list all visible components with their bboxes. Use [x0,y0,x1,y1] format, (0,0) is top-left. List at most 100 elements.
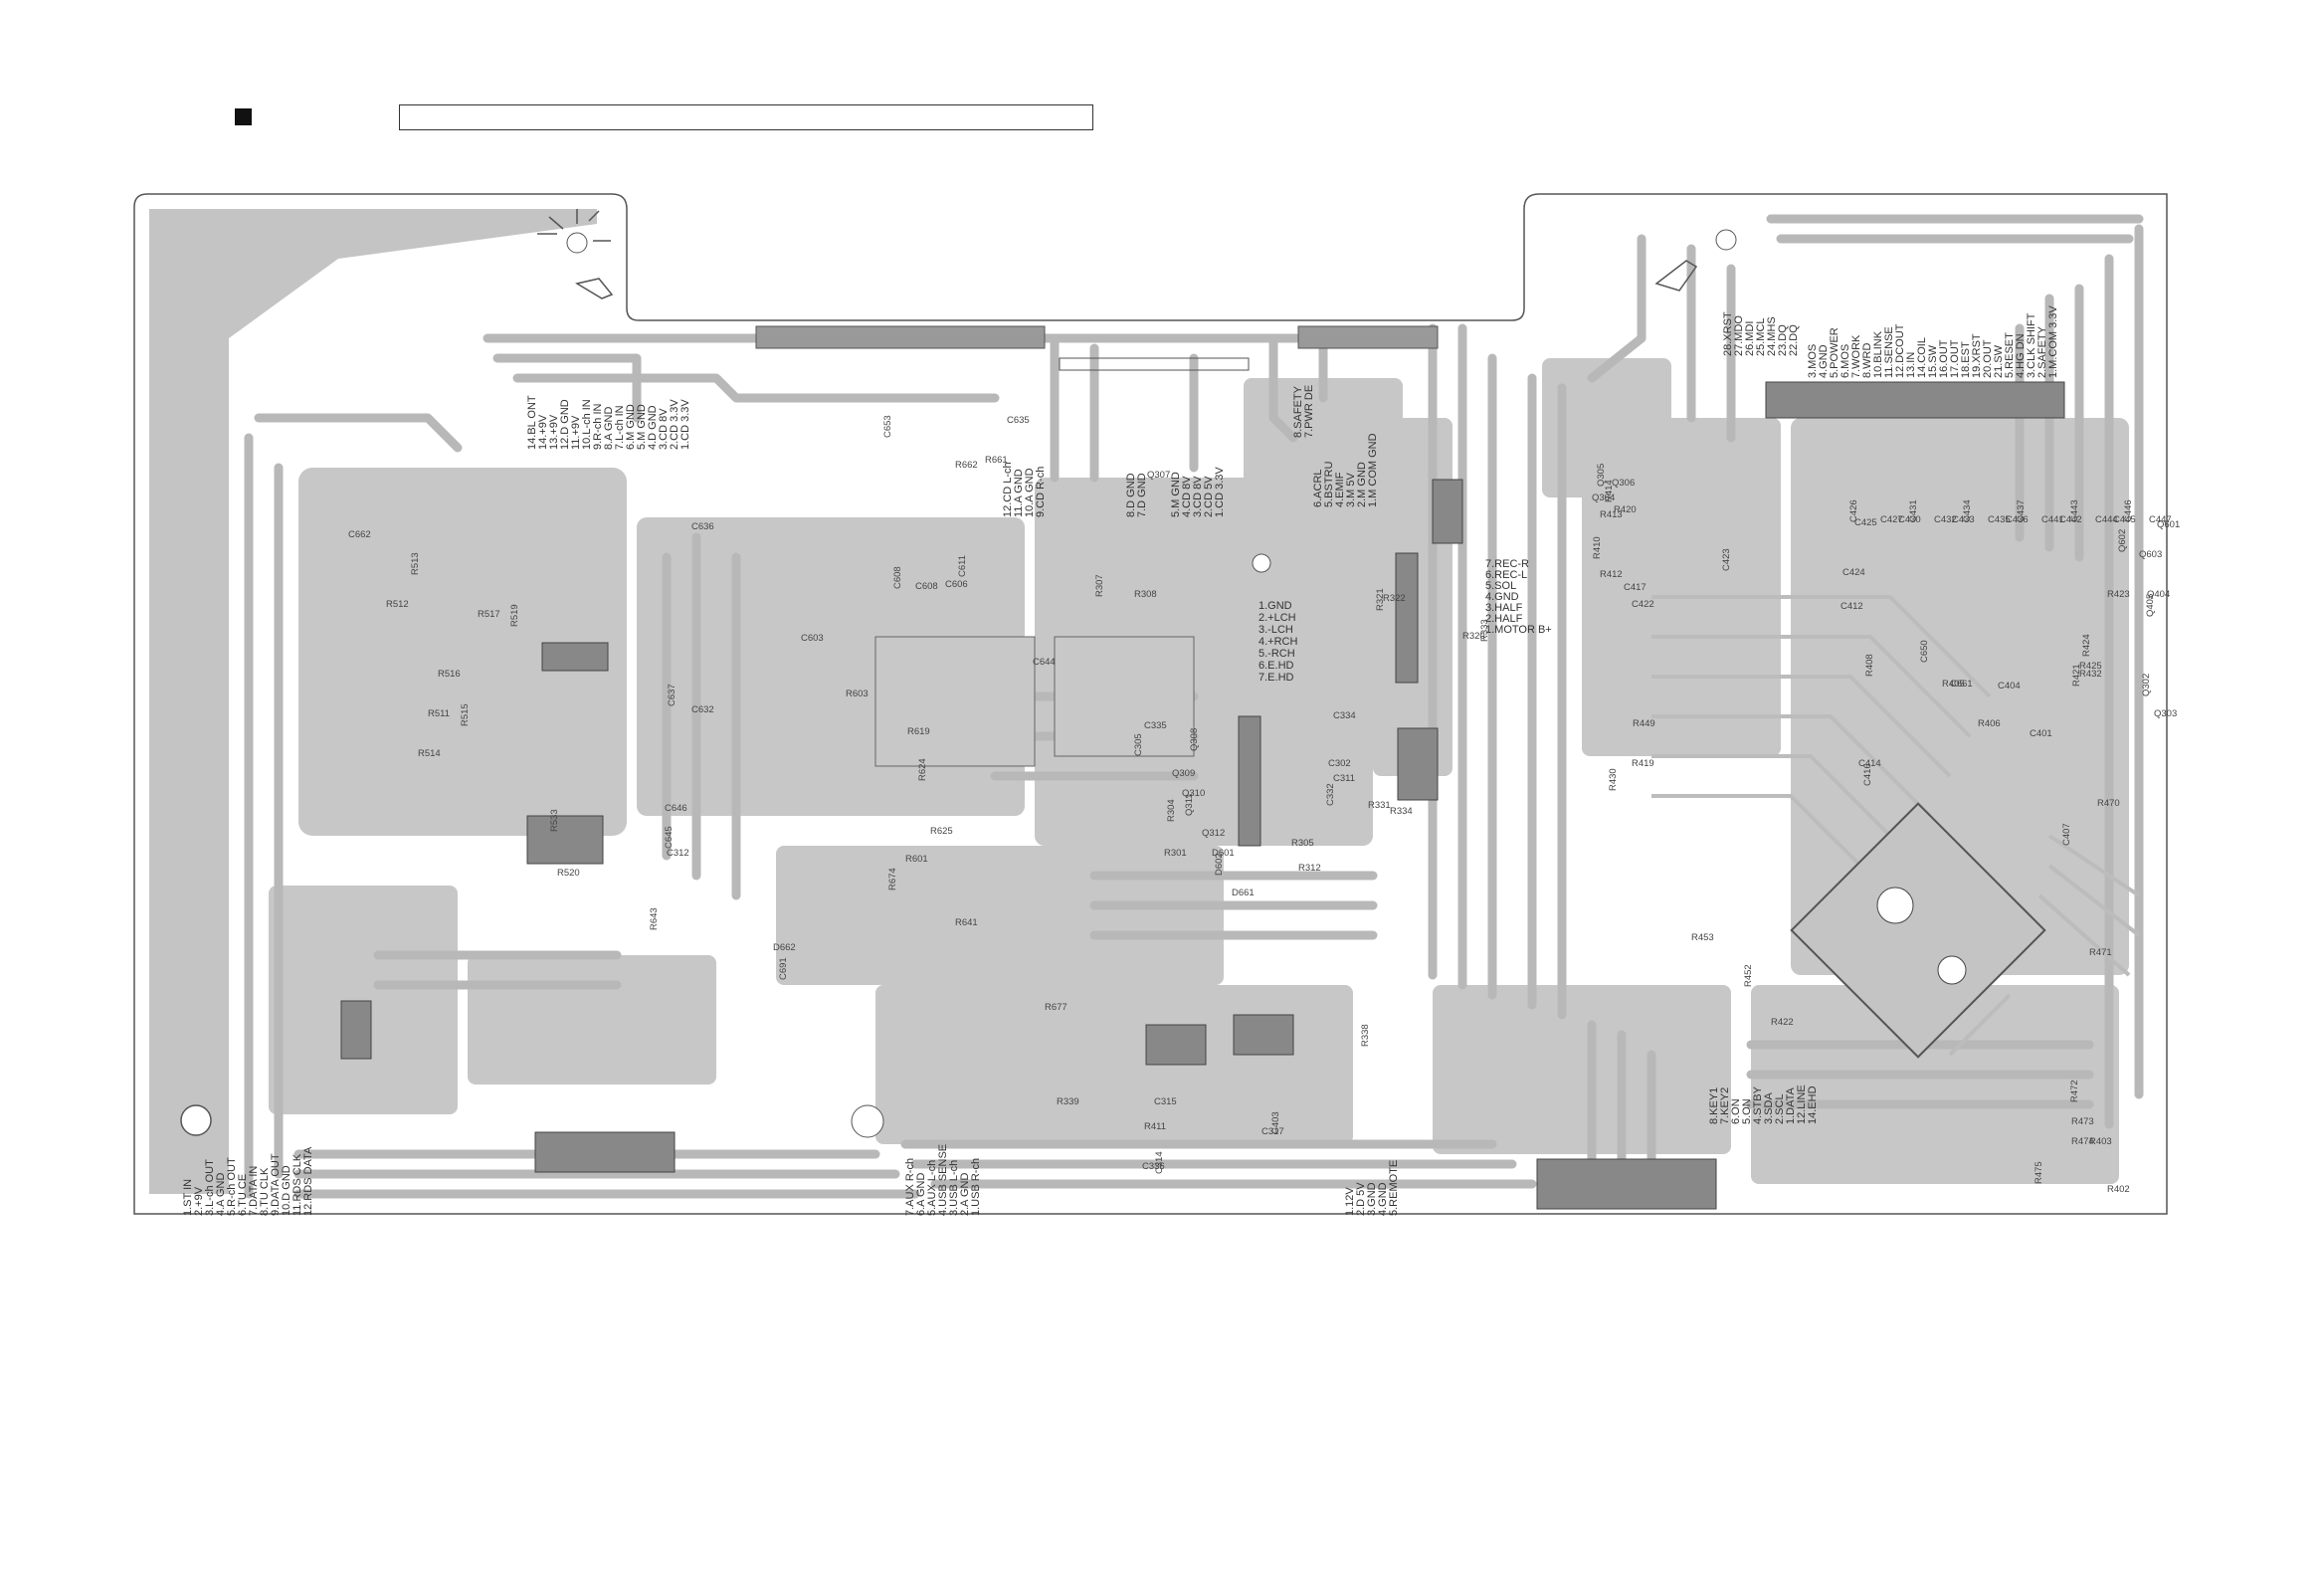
connector-pin-label: 13.+9V [548,414,560,450]
connector-pin-label: 2.SAFETY [2036,325,2048,378]
component-ref-label: C302 [1328,758,1351,769]
connector-pin-label: 6.ON [1730,1098,1742,1124]
component-ref-label: Q603 [2139,549,2162,560]
connector-pin-label: 6.TU CE [237,1174,249,1216]
component-ref-label: R405 [1942,679,1965,690]
component-ref-label: C305 [1133,733,1144,756]
component-ref-label: C653 [882,415,893,438]
component-ref-label: R307 [1094,574,1105,597]
connector-pin-label: 10.L-ch IN [581,399,593,450]
connector-pin-label: 27.MDO [1733,315,1745,356]
component-ref-label: C662 [348,529,371,540]
connector-pin-label: 7.WORK [1850,334,1862,378]
component-ref-label: C444 [2095,514,2118,525]
connector-pin-label: 7.REC-R [1485,558,1529,570]
copper-pour-left [147,209,597,1194]
component-ref-label: R624 [917,758,928,781]
component-ref-label: C417 [1624,582,1646,593]
component-ref-label: R512 [386,599,409,610]
board-outline [133,193,2168,1215]
connector-pin-label: 18.EST [1960,341,1972,378]
component-ref-label: R312 [1298,863,1321,874]
component-ref-label: R475 [2034,1161,2044,1184]
component-ref-label: R322 [1383,593,1406,604]
component-ref-label: R419 [1632,758,1654,769]
connector-pin-label: 1.ST IN [182,1179,194,1216]
connector-pin-label: 6.MOS [1840,344,1851,378]
connector-pin-label: 5.M GND [1170,472,1182,517]
connector-pin-label: 3.CD 8V [658,408,670,450]
component-ref-label: C312 [667,848,689,859]
connector-pin-label: 23.DQ [1777,324,1789,356]
header-pins [340,381,2065,1210]
component-ref-label: C424 [1842,567,1865,578]
connector-pin-label: 5.POWER [1829,327,1840,378]
connector-pin-label: 4.EMIF [1334,472,1346,507]
connector-pin-label: 4.+RCH [1259,636,1297,648]
connector-pin-label: 8.D GND [1125,473,1137,517]
connector-pin-label: 2.D 5V [1355,1182,1367,1216]
connector-pin-label: 1.CD 3.3V [1214,467,1226,517]
component-ref-label: Q306 [1612,478,1635,489]
component-ref-label: R517 [478,609,500,620]
component-ref-label: R420 [1614,504,1637,515]
connector-pin-label: 8.A GND [603,407,615,450]
component-ref-label: R424 [2081,634,2092,657]
component-ref-label: R430 [1608,768,1619,791]
connector-pin-label: 5.AUX L-ch [926,1160,938,1216]
component-ref-label: C608 [915,581,938,592]
connector-pin-label: 12.D GND [559,399,571,450]
component-ref-label: R423 [2107,589,2130,600]
connector-pin-label: 4.HG DN [2015,333,2027,378]
component-ref-label: R333 [1479,619,1490,642]
component-ref-label: C606 [945,579,968,590]
component-ref-label: R413 [1600,509,1623,520]
component-ref-label: Q602 [2117,529,2128,552]
connector-pin-label: 4.GND [1485,591,1519,603]
connector-pin-label: 5.RESET [2004,332,2016,378]
section-bullet-icon [235,108,252,125]
connector-pin-label: 14.+9V [537,414,549,450]
connector-pin-label: 4.STBY [1752,1086,1764,1124]
connector-pin-label: 7.DATA IN [248,1166,260,1216]
component-ref-label: C635 [1007,415,1030,426]
light-icon [537,209,611,242]
connector-pin-label: 9.CD R-ch [1035,467,1047,517]
component-ref-label: R641 [955,917,978,928]
connector-pin-label: 1.M.COM 3.3V [2047,305,2059,378]
component-ref-label: R452 [1743,964,1754,987]
connector-pin-label: 3.CD 8V [1192,476,1204,517]
component-ref-label: R421 [2071,664,2082,687]
connector-pin-label: 7.KEY2 [1719,1087,1731,1124]
component-ref-label: R412 [1600,569,1623,580]
component-ref-label: C434 [1962,499,1973,522]
connector-pin-label: 11.+9V [570,415,582,450]
connector-pin-label: 3.L-ch OUT [204,1159,216,1216]
connector-pin-label: 5.BSTRU [1323,461,1335,507]
component-ref-label: C608 [892,566,903,589]
component-ref-label: R643 [649,907,660,930]
component-ref-label: R411 [1144,1121,1166,1132]
connector-pin-label: 7.E.HD [1259,672,1294,684]
connector-pin-label: 11.A GND [1013,469,1025,517]
connector-pin-label: 7.AUX R-ch [904,1158,916,1216]
component-ref-label: R339 [1057,1096,1079,1107]
component-ref-label: C443 [2069,499,2080,522]
component-ref-label: C645 [664,826,675,849]
component-ref-label: R410 [1592,536,1603,559]
connector-pin-label: 5.REMOTE [1388,1160,1400,1216]
connector-pin-label: 5.SOL [1485,580,1516,592]
connector-pin-label: 5.M GND [636,404,648,450]
component-ref-label: C431 [1908,499,1919,522]
component-ref-label: C436 [2006,514,2029,525]
component-ref-label: C315 [1154,1096,1177,1107]
component-ref-label: C335 [1144,720,1167,731]
component-ref-label: R402 [2107,1184,2130,1195]
connector-pin-label: 21.SW [1993,344,2005,378]
connector-pin-label: 15.SW [1927,344,1939,378]
component-ref-label: C650 [1919,640,1930,663]
connector-pin-label: 7.PWR DE [1303,385,1315,438]
connector-pin-label: 2.HALF [1485,613,1523,625]
connector-pin-label: 7.D GND [1136,473,1148,517]
